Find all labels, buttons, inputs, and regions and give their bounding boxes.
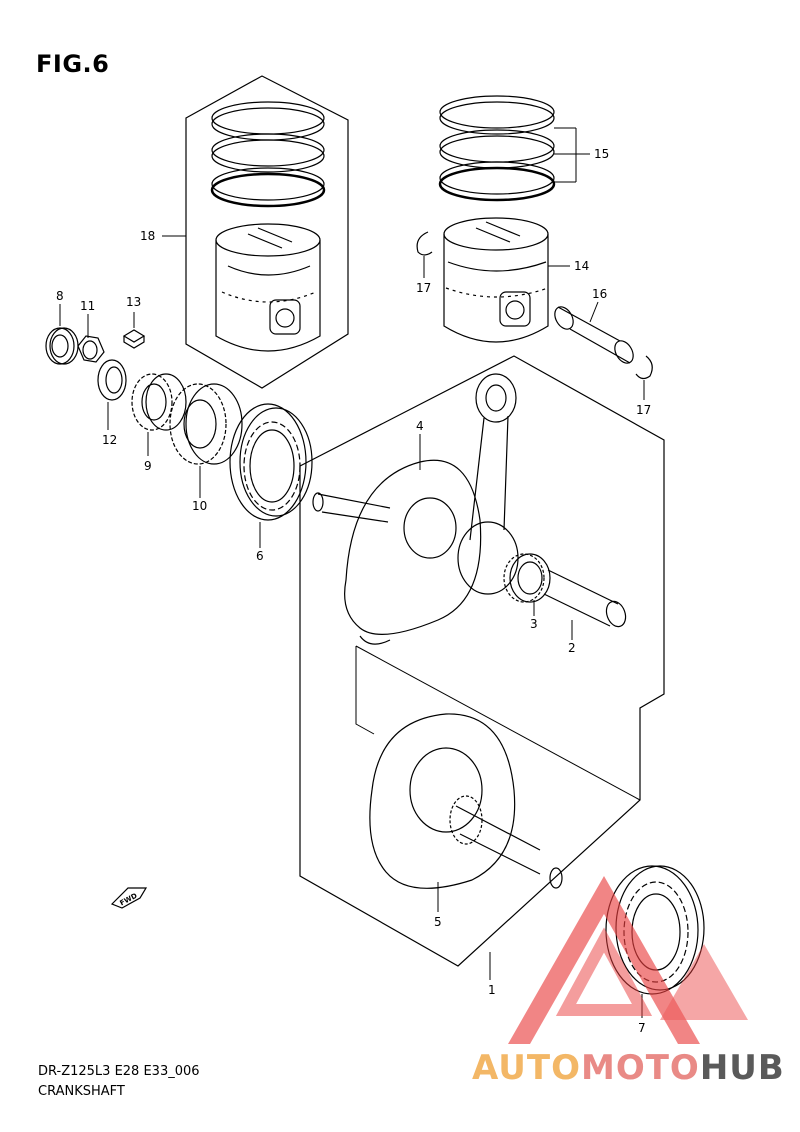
callout-17-left: 17: [416, 281, 431, 295]
forward-arrow-icon: [110, 887, 148, 909]
oil-seal-8: [45, 327, 79, 365]
callout-5: 5: [434, 915, 442, 929]
callout-1: 1: [488, 983, 496, 997]
crank-pin-2: [543, 569, 627, 628]
callout-7: 7: [638, 1021, 646, 1035]
leader-lines: [59, 127, 645, 1018]
callout-14: 14: [574, 259, 589, 273]
gear-9: [131, 373, 187, 431]
callout-labels: 1 2 3 4 5 6 7 8 9 10 11 12 13 14 15 16 1…: [56, 147, 651, 1035]
alignment-guide: [355, 646, 375, 735]
callout-4: 4: [416, 419, 424, 433]
piston-14: [443, 217, 549, 343]
crankshaft-assembly-boundary: [299, 355, 665, 967]
callout-13: 13: [126, 295, 141, 309]
callout-3: 3: [530, 617, 538, 631]
brand-moto: MOTO: [580, 1048, 700, 1088]
piston-kit-boundary: [185, 75, 349, 389]
crank-web-5: [369, 713, 563, 889]
nut-11: [77, 335, 105, 363]
circlip-17-left: [416, 231, 433, 256]
brand-auto: AUTO: [472, 1048, 581, 1088]
callout-10: 10: [192, 499, 207, 513]
piston-pin-16: [554, 306, 634, 364]
callout-16: 16: [592, 287, 607, 301]
callout-15: 15: [594, 147, 609, 161]
gear-10: [169, 383, 243, 465]
circlip-17-right: [635, 355, 653, 380]
piston-18: [215, 223, 321, 352]
crank-web-4: [312, 459, 482, 645]
piston-rings-18: [210, 101, 326, 208]
callout-17-right: 17: [636, 403, 651, 417]
diagram-code: DR-Z125L3 E28 E33_006: [38, 1064, 200, 1079]
washer-12: [97, 359, 127, 401]
callout-12: 12: [102, 433, 117, 447]
callout-2: 2: [568, 641, 576, 655]
watermark-brand: AUTOMOTOHUB: [472, 1048, 785, 1088]
callout-11: 11: [80, 299, 95, 313]
callout-18: 18: [140, 229, 155, 243]
bearing-3: [503, 553, 551, 603]
diagram-caption: CRANKSHAFT: [38, 1084, 125, 1099]
brand-hub: HUB: [699, 1048, 785, 1088]
watermark-logo: [508, 876, 748, 1044]
figure-title: FIG.6: [36, 50, 110, 78]
connecting-rod: [457, 373, 519, 595]
callout-8: 8: [56, 289, 64, 303]
key-13: [122, 329, 146, 349]
piston-rings-15: [438, 95, 556, 202]
callout-9: 9: [144, 459, 152, 473]
callout-6: 6: [256, 549, 264, 563]
